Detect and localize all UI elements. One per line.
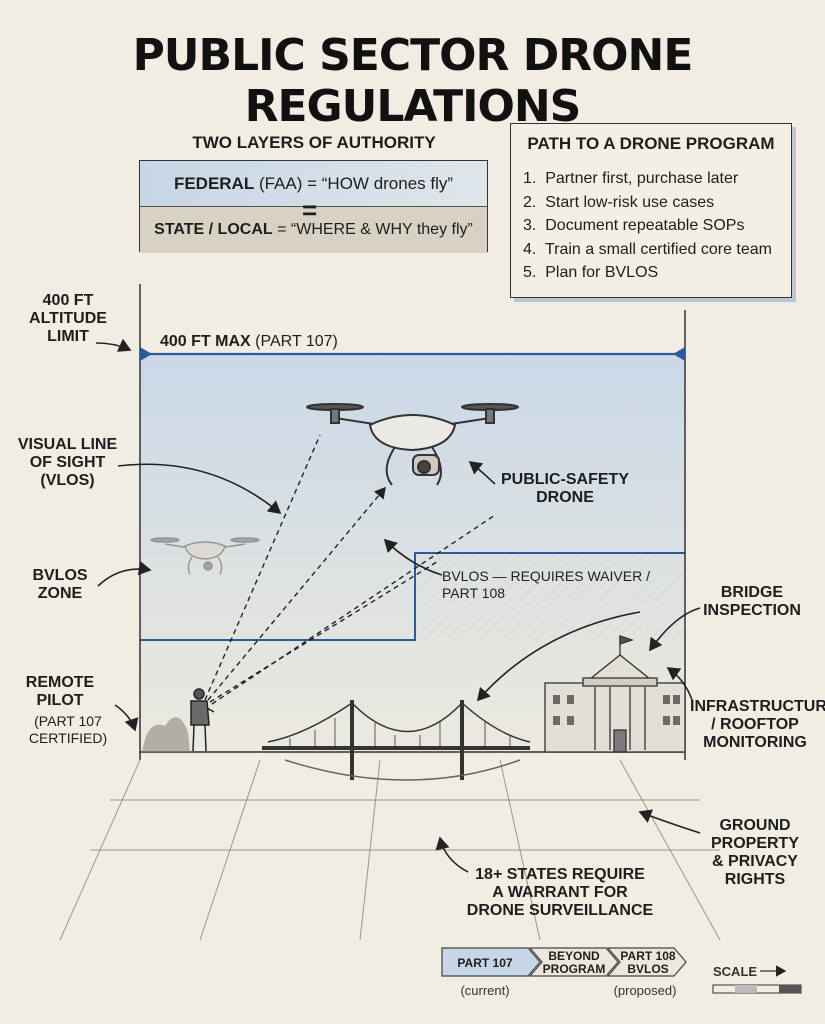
- remote-pilot-icon: [190, 688, 215, 752]
- timeline-stage-3-label: PART 108: [620, 949, 675, 963]
- path-box: PATH TO A DRONE PROGRAM 1. Partner first…: [510, 123, 792, 298]
- path-step: 2. Start low-risk use cases: [523, 193, 715, 211]
- federal-description: (FAA) = “HOW drones fly”: [254, 173, 454, 193]
- timeline-caption-proposed: (proposed): [614, 983, 677, 998]
- timeline-stage-1: [441, 947, 541, 977]
- public-safety-drone-icon: [306, 403, 519, 486]
- altitude-marker-left: [140, 347, 152, 361]
- max-altitude-label: 400 FT MAX (PART 107): [160, 333, 338, 350]
- scale-bar: SCALE: [712, 964, 802, 994]
- timeline-caption-current: (current): [460, 983, 509, 998]
- timeline-stage-2-label: BEYOND: [548, 949, 600, 963]
- distant-drone-icon: [150, 537, 260, 575]
- timeline-stage-2-label: PROGRAM: [543, 962, 606, 976]
- bvlos-boundary: [140, 552, 685, 641]
- building-icon: [544, 635, 686, 753]
- path-step: 1. Partner first, purchase later: [523, 170, 739, 187]
- timeline-stage-1-label: PART 107: [457, 956, 512, 970]
- altitude-marker-right: [673, 347, 685, 361]
- timeline-stage-3-label: BVLOS: [627, 962, 668, 976]
- timeline-stage-2: [528, 947, 619, 977]
- path-heading: PATH TO A DRONE PROGRAM: [527, 134, 775, 153]
- sight-lines: [204, 434, 496, 705]
- path-step: 5. Plan for BVLOS: [523, 264, 659, 281]
- authority-box: FEDERAL (FAA) = “HOW drones fly” STATE /…: [139, 160, 488, 253]
- state-description: = “WHERE & WHY they fly”: [272, 221, 473, 238]
- bvlos-waiver-label: BVLOS — REQUIRES WAIVER /PART 108: [442, 568, 650, 601]
- state-label: STATE / LOCAL: [154, 221, 273, 238]
- timeline-stage-3: [606, 947, 687, 977]
- ground-perspective: [59, 759, 721, 941]
- bush-icon: [142, 717, 190, 752]
- bridge-icon: [262, 700, 531, 781]
- bvlos-zone-hatch: [140, 553, 685, 640]
- path-step: 3. Document repeatable SOPs: [523, 217, 745, 234]
- scale-label: SCALE: [713, 964, 757, 979]
- path-steps: 1. Partner first, purchase later 2. Star…: [523, 167, 772, 285]
- state-row: STATE / LOCAL = “WHERE & WHY they fly”: [140, 207, 487, 253]
- timeline: PART 107 BEYOND PROGRAM PART 108 BVLOS (…: [441, 947, 687, 998]
- page-title: PUBLIC SECTOR DRONE REGULATIONS: [132, 30, 694, 132]
- equals-sign: =: [302, 195, 318, 225]
- callout-arrows: [95, 338, 701, 873]
- path-step: 4. Train a small certified core team: [523, 240, 772, 258]
- federal-row: FEDERAL (FAA) = “HOW drones fly”: [140, 161, 487, 207]
- authority-heading: TWO LAYERS OF AUTHORITY: [192, 133, 436, 152]
- federal-label: FEDERAL: [173, 173, 255, 193]
